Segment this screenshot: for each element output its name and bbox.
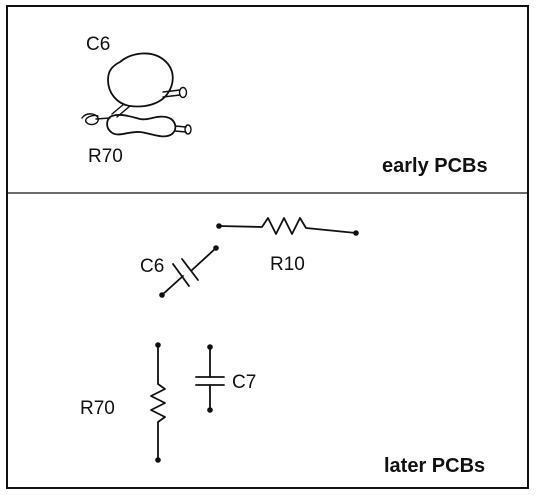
r70-label: R70 — [80, 398, 115, 419]
r70-resistor-sketch — [81, 113, 192, 138]
c7-capacitor-symbol — [195, 344, 225, 413]
r10-label: R10 — [270, 254, 305, 275]
r70-label: R70 — [88, 146, 123, 167]
r70-resistor-symbol — [150, 342, 166, 463]
c6-capacitor-symbol — [159, 245, 219, 298]
early-pcbs-caption: early PCBs — [382, 155, 488, 177]
c7-label: C7 — [232, 372, 256, 393]
r10-resistor-symbol — [216, 217, 359, 236]
c6-disc-capacitor-sketch — [107, 52, 188, 118]
early-pcbs-panel: C6 R70 early PCBs — [81, 34, 488, 177]
c6-label: C6 — [140, 256, 164, 277]
later-pcbs-panel: C6 R10 R70 C7 later PCBs — [80, 217, 485, 477]
later-pcbs-caption: later PCBs — [384, 455, 485, 477]
c6-label: C6 — [86, 34, 110, 55]
diagram-frame — [6, 5, 529, 489]
